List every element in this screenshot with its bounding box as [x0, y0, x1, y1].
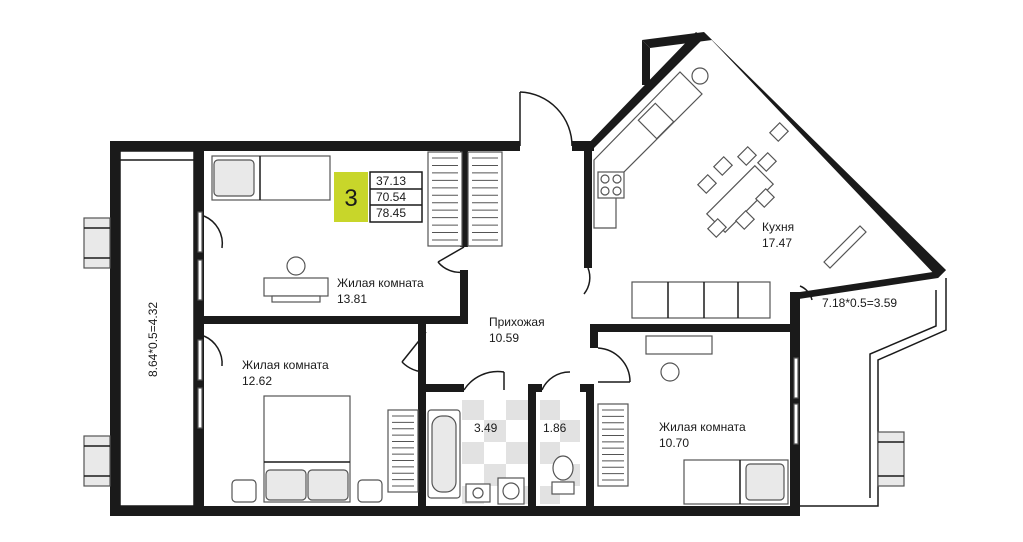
furniture [211, 67, 790, 505]
desk-living1 [263, 256, 329, 303]
room-labels: Жилая комната 13.81 Жилая комната 12.62 … [146, 220, 897, 450]
balcony-right-label: 7.18*0.5=3.59 [822, 296, 897, 310]
walls [110, 32, 946, 516]
living-area-value: 37.13 [376, 174, 406, 188]
sink-bath [465, 477, 525, 505]
sofa [631, 281, 771, 319]
bed-living2 [231, 395, 383, 503]
room-area-kitchen: 17.47 [762, 236, 792, 250]
bed-living3 [683, 459, 789, 505]
apartment-badge: 3 37.13 70.54 78.45 [334, 171, 423, 223]
room-label-living1: Жилая комната [337, 276, 424, 290]
room-label-hall: Прихожая [489, 315, 545, 329]
wardrobes [387, 151, 629, 493]
balcony-left [83, 150, 203, 507]
balcony-left-label: 8.64*0.5=4.32 [146, 302, 160, 377]
room-area-wc: 1.86 [543, 421, 567, 435]
kitchen-counter [593, 67, 709, 229]
room-label-kitchen: Кухня [762, 220, 794, 234]
room-area-living3: 10.70 [659, 436, 689, 450]
desk-living3 [645, 335, 713, 382]
balcony-right [793, 225, 947, 507]
room-label-living2: Жилая комната [242, 358, 329, 372]
rooms-count: 3 [344, 185, 357, 212]
total-with-balcony-value: 78.45 [376, 206, 406, 220]
wardrobe-hall [427, 151, 503, 247]
total-area-value: 70.54 [376, 190, 406, 204]
doors [203, 91, 813, 391]
toilet [551, 455, 575, 495]
room-area-bath: 3.49 [474, 421, 498, 435]
kitchen-table [696, 121, 790, 239]
rooms-count-badge [334, 172, 368, 222]
bed-living1 [211, 155, 331, 201]
bathtub [427, 409, 461, 499]
room-label-living3: Жилая комната [659, 420, 746, 434]
wardrobe-living3 [597, 403, 629, 487]
wardrobe-living2 [387, 409, 419, 493]
room-area-living2: 12.62 [242, 374, 272, 388]
room-area-hall: 10.59 [489, 331, 519, 345]
room-area-living1: 13.81 [337, 292, 367, 306]
